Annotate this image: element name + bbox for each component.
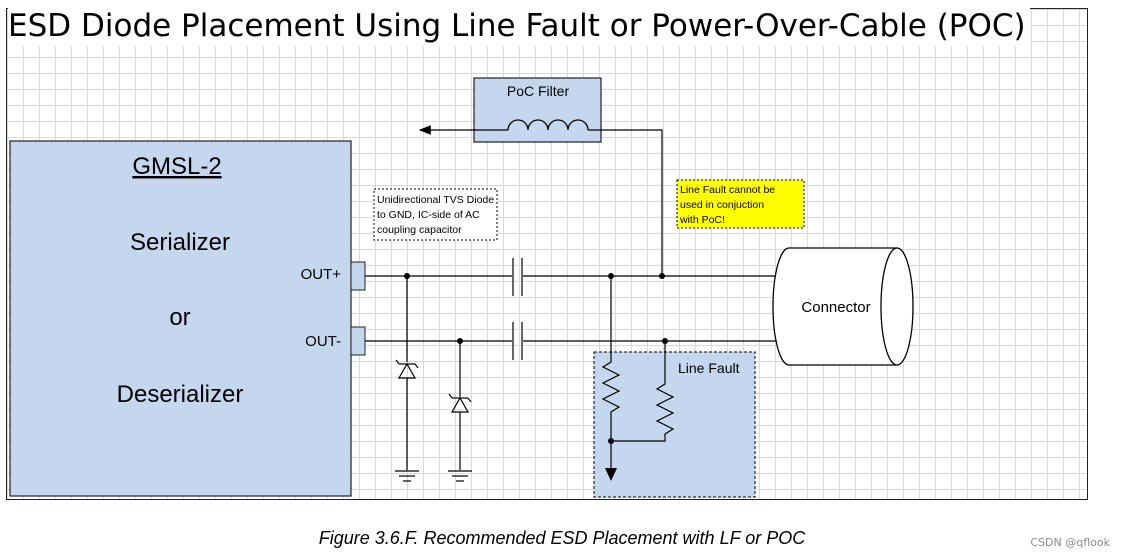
- gmsl2-block: [9, 140, 352, 497]
- ground-symbol: [448, 470, 472, 482]
- credit-text: CSDN @qflook: [1030, 536, 1110, 549]
- diagram-title: ESD Diode Placement Using Line Fault or …: [8, 6, 1030, 46]
- poc-filter-label: PoC Filter: [507, 83, 570, 99]
- warning-line-1: Line Fault cannot be: [680, 184, 775, 196]
- tvs-note-box: [373, 188, 498, 241]
- pin-label-out-minus: OUT-: [305, 333, 341, 350]
- poc-wire-right: [588, 129, 663, 276]
- junction-dot: [659, 273, 665, 279]
- arrow-down-icon: [605, 468, 617, 481]
- junction-dot: [457, 338, 463, 344]
- line-fault-box: [593, 351, 756, 498]
- resistor-2: [611, 341, 675, 442]
- tvs-note-line-1: Unidirectional TVS Diode: [377, 194, 494, 206]
- resistor-1: [601, 276, 621, 441]
- block-name: GMSL-2: [132, 153, 221, 180]
- pin-out-minus: [350, 326, 366, 356]
- block-line1: Serializer: [130, 229, 230, 256]
- connector-label: Connector: [801, 299, 870, 316]
- warning-note-box: [676, 179, 805, 229]
- junction-dot: [404, 273, 410, 279]
- connector-shape: [772, 247, 914, 366]
- poc-filter-box: [473, 77, 602, 143]
- tvs-note-line-2: to GND, IC-side of AC: [377, 209, 480, 221]
- warning-line-3: with PoC!: [679, 214, 725, 226]
- ground-symbol: [395, 470, 419, 482]
- block-line3: Deserializer: [117, 381, 244, 408]
- figure-caption: Figure 3.6.F. Recommended ESD Placement …: [318, 528, 806, 548]
- line-fault-label: Line Fault: [678, 360, 740, 376]
- block-line2: or: [169, 304, 190, 331]
- tvs-note-line-3: coupling capacitor: [377, 224, 462, 236]
- tvs-diode-1: [395, 276, 419, 470]
- pin-label-out-plus: OUT+: [301, 266, 342, 283]
- inductor-icon: [507, 119, 589, 131]
- pin-out-plus: [350, 261, 366, 291]
- warning-line-2: used in conjuction: [680, 199, 764, 211]
- tvs-diode-2: [448, 341, 472, 470]
